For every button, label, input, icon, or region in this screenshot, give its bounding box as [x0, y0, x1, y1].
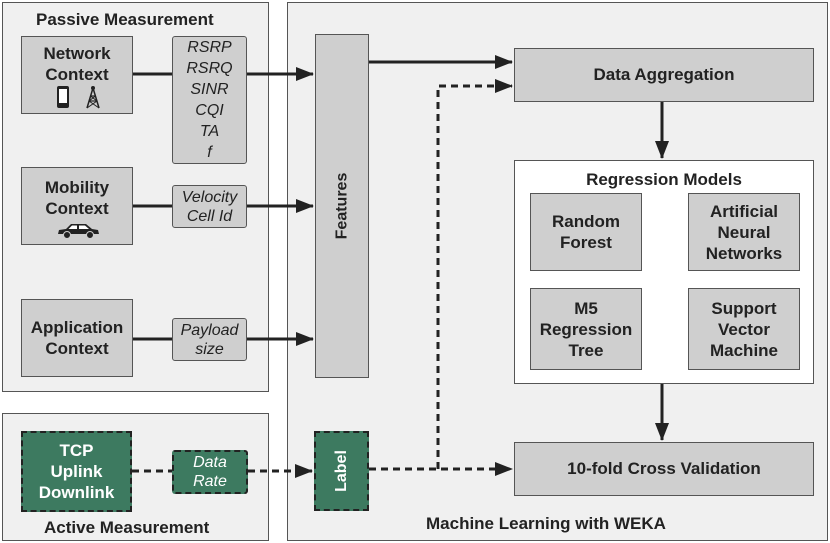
car-icon: [58, 224, 99, 239]
label-to-aggregation-dashed-arrow: [436, 79, 513, 469]
application-context-label: Application Context: [30, 318, 124, 358]
ml-title: Machine Learning with WEKA: [426, 514, 666, 533]
svm-label: Support Vector Machine: [709, 298, 779, 360]
random-forest-box: Random Forest: [530, 193, 642, 271]
data-rate-box: Data Rate: [172, 450, 248, 494]
cross-validation-box: 10-fold Cross Validation: [514, 442, 814, 496]
cross-validation-label: 10-fold Cross Validation: [567, 459, 761, 478]
application-metrics-box: Payload size: [172, 318, 247, 361]
mobility-context-label: Mobility Context: [44, 178, 110, 218]
features-box: Features: [315, 34, 369, 378]
ann-box: Artificial Neural Networks: [688, 193, 800, 271]
regression-models-title: Regression Models: [586, 170, 742, 189]
network-metrics-list: RSRP RSRQ SINR CQI TA f: [186, 39, 233, 161]
phone-icon: [57, 86, 69, 108]
data-aggregation-label: Data Aggregation: [593, 65, 735, 84]
svm-box: Support Vector Machine: [688, 288, 800, 370]
tcp-label: TCP Uplink Downlink: [38, 441, 115, 502]
passive-title: Passive Measurement: [36, 10, 214, 29]
application-context-box: Application Context: [21, 299, 133, 377]
application-metrics-list: Payload size: [180, 321, 239, 358]
network-metrics-box: RSRP RSRQ SINR CQI TA f: [172, 36, 247, 164]
mobility-context-box: Mobility Context: [21, 167, 133, 245]
data-rate-label: Data Rate: [193, 454, 227, 490]
data-aggregation-box: Data Aggregation: [514, 48, 814, 102]
label-box: Label: [314, 431, 369, 511]
random-forest-label: Random Forest: [552, 212, 620, 252]
m5-box: M5 Regression Tree: [530, 288, 642, 370]
network-context-label: Network Context: [43, 44, 111, 84]
mobility-metrics-box: Velocity Cell Id: [172, 185, 247, 228]
mobility-metrics-list: Velocity Cell Id: [181, 188, 238, 225]
cell-tower-icon: [86, 86, 100, 109]
active-title: Active Measurement: [44, 518, 210, 537]
network-context-box: Network Context: [21, 36, 133, 114]
m5-label: M5 Regression Tree: [539, 298, 633, 360]
tcp-box: TCP Uplink Downlink: [21, 431, 132, 512]
ann-label: Artificial Neural Networks: [705, 201, 783, 263]
